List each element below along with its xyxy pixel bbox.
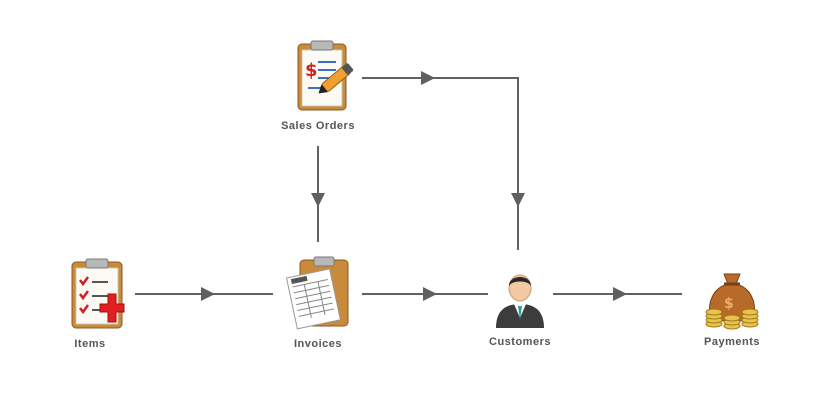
clipboard-checklist-add-icon	[71, 258, 125, 329]
node-sales-orders[interactable]: $ Sales Orders	[258, 40, 378, 132]
node-label: Customers	[489, 336, 551, 348]
node-customers[interactable]: Customers	[460, 268, 580, 348]
clipboard-pen-dollar-icon: $	[297, 40, 354, 111]
node-label: Sales Orders	[281, 120, 355, 132]
customer-person-icon	[496, 274, 544, 328]
node-invoices[interactable]: Invoices	[258, 256, 378, 350]
node-payments[interactable]: $ Payments	[672, 266, 792, 348]
connector-sales-customers	[362, 77, 519, 250]
node-label: Payments	[704, 336, 760, 348]
node-label: Items	[74, 338, 106, 350]
node-items[interactable]: Items	[30, 258, 150, 350]
node-label: Invoices	[293, 338, 343, 350]
svg-text:$: $	[724, 296, 734, 312]
svg-text:$: $	[305, 60, 318, 81]
money-bag-coins-icon: $	[705, 273, 759, 330]
clipboard-invoice-icon	[285, 256, 349, 330]
